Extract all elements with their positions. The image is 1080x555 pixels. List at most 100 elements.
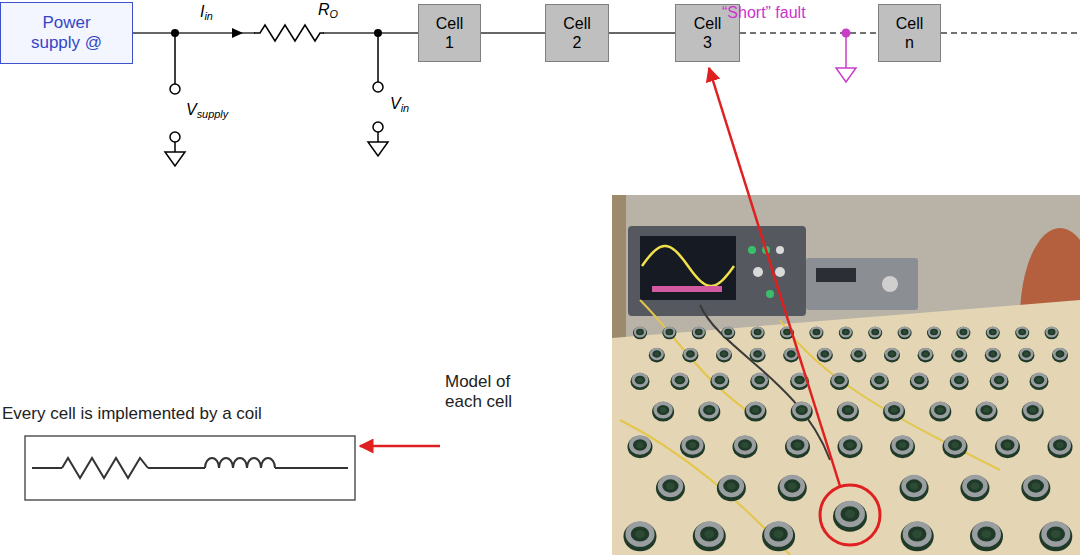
- scope-button: [748, 246, 756, 254]
- coil-core: [752, 407, 759, 413]
- coil-winding: [841, 328, 851, 337]
- coil-core: [1056, 442, 1064, 448]
- terminal-circle: [170, 84, 180, 94]
- coil: [1022, 402, 1044, 422]
- resistor-ground: [255, 22, 323, 44]
- coil-core: [916, 378, 922, 383]
- resistor-label: RO: [318, 0, 338, 21]
- coil: [898, 327, 912, 340]
- coil-core: [789, 352, 794, 356]
- coil: [649, 348, 665, 362]
- coil-winding: [723, 328, 733, 337]
- fault-ground-symbol: [836, 68, 856, 82]
- coil-core: [910, 482, 919, 489]
- generator-display: [816, 268, 856, 282]
- coil-core: [845, 407, 852, 413]
- coil-core: [636, 442, 644, 448]
- coil-core: [688, 352, 693, 356]
- coil-core: [741, 442, 749, 448]
- fault-dot: [842, 29, 851, 38]
- coil-body: [929, 402, 951, 422]
- coil-winding: [660, 477, 681, 495]
- coil-core: [697, 330, 701, 334]
- coil-core: [1032, 482, 1041, 489]
- coil-core: [899, 442, 907, 448]
- coil: [837, 402, 859, 422]
- coil-winding: [694, 328, 704, 337]
- coil: [884, 348, 900, 362]
- coil-body: [943, 436, 968, 459]
- coil: [927, 327, 941, 340]
- coil-body: [710, 373, 729, 390]
- coil-body: [1021, 475, 1050, 501]
- coil-body: [817, 348, 833, 362]
- coil-winding: [713, 374, 727, 386]
- coil-body: [884, 348, 900, 362]
- coil-body: [751, 327, 765, 340]
- wire: [32, 467, 62, 469]
- coil-core: [756, 330, 760, 334]
- coil-winding: [905, 524, 929, 544]
- coil: [682, 348, 698, 362]
- coil-winding: [701, 403, 717, 417]
- coil: [901, 522, 934, 552]
- coil-body: [785, 436, 810, 459]
- coil: [838, 436, 863, 459]
- coil-winding: [635, 328, 645, 337]
- coil-body: [745, 402, 767, 422]
- coil-winding: [988, 328, 998, 337]
- coil-core: [856, 352, 861, 356]
- coil-winding: [655, 403, 671, 417]
- coil-winding: [794, 403, 810, 417]
- screen-marker: [652, 286, 722, 292]
- coil: [633, 327, 647, 340]
- wire: [377, 132, 379, 142]
- coil: [762, 522, 795, 552]
- coil-core: [638, 330, 642, 334]
- coil: [900, 475, 929, 501]
- cell-box: Cell 2: [545, 4, 609, 62]
- current-arrow: [232, 28, 243, 38]
- coil-body: [890, 436, 915, 459]
- coil: [809, 327, 823, 340]
- continuation-line: [941, 32, 1080, 34]
- coil: [986, 327, 1000, 340]
- coil: [817, 348, 833, 362]
- coil-body: [910, 373, 929, 390]
- coil-body: [652, 402, 674, 422]
- coil-core: [961, 330, 965, 334]
- coil: [750, 348, 766, 362]
- coil-body: [830, 373, 849, 390]
- coil-winding: [664, 328, 674, 337]
- coil-winding: [785, 349, 797, 359]
- coil-core: [891, 407, 898, 413]
- coil-winding: [979, 403, 995, 417]
- coil-body: [1045, 327, 1059, 340]
- coil-body: [833, 501, 867, 532]
- coil-winding: [697, 524, 721, 544]
- coil-core: [846, 442, 854, 448]
- resistor-symbol: [254, 25, 324, 41]
- coil: [693, 522, 726, 552]
- wire: [377, 33, 379, 82]
- wire-connector: [481, 32, 545, 34]
- coil-core: [877, 378, 883, 383]
- ground-symbol: [165, 152, 185, 166]
- coil-core: [706, 407, 713, 413]
- sine-trace: [642, 246, 734, 286]
- coil-core: [660, 407, 667, 413]
- power-supply-box: Power supply @: [0, 2, 133, 64]
- wire: [174, 33, 176, 84]
- coil-core: [1020, 330, 1024, 334]
- wire: [174, 142, 176, 152]
- coil-body: [838, 436, 863, 459]
- coil: [1048, 436, 1073, 459]
- coil-core: [677, 378, 683, 383]
- coil-body: [662, 327, 676, 340]
- coil-body: [918, 348, 934, 362]
- coil-winding: [912, 374, 926, 386]
- yellow-wire: [780, 320, 1000, 470]
- coil-body: [898, 327, 912, 340]
- coil-core: [798, 407, 805, 413]
- coil-winding: [987, 349, 999, 359]
